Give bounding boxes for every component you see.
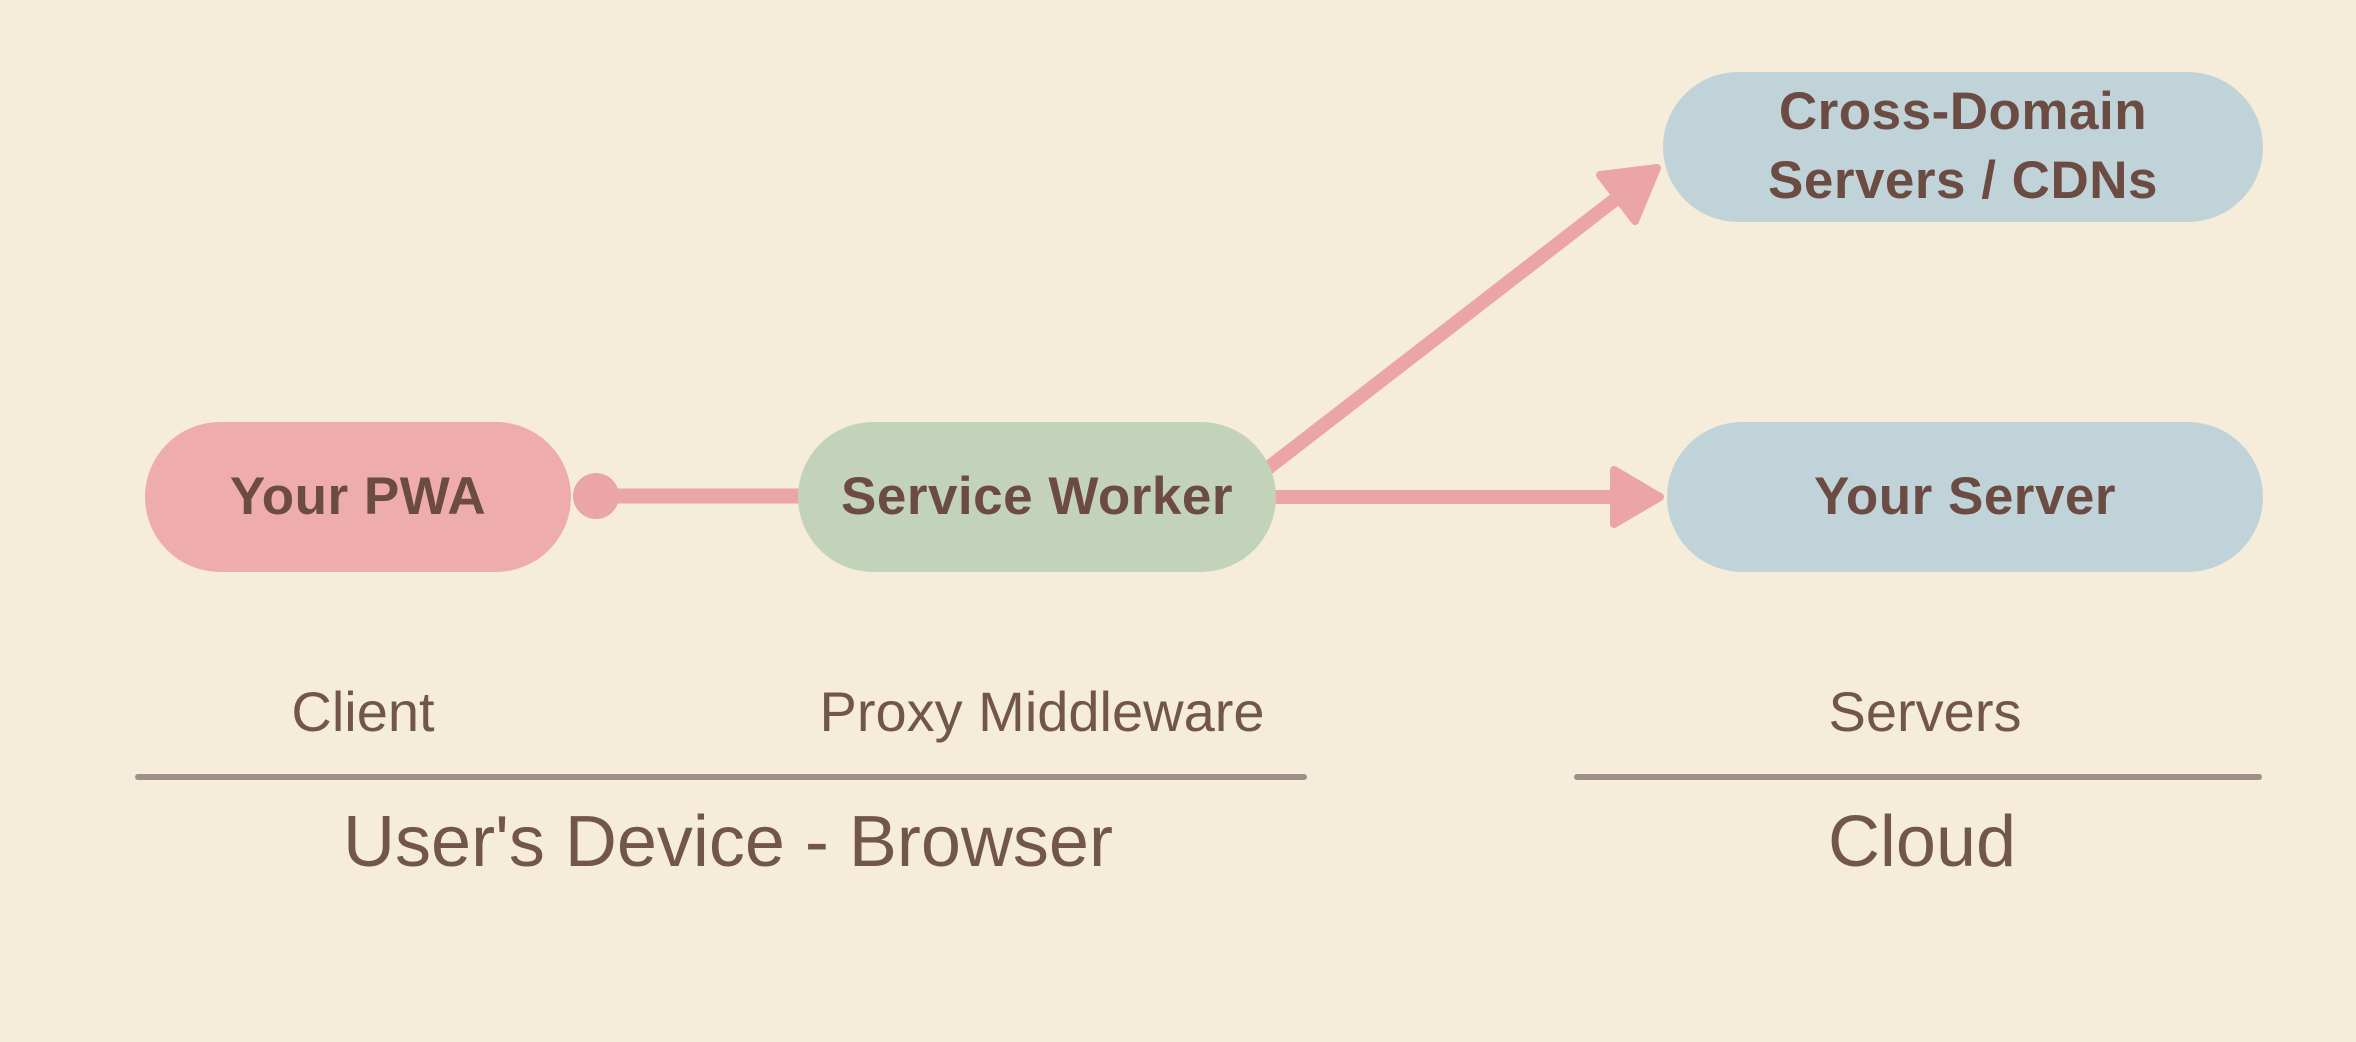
- device-zone-divider: [135, 774, 1307, 780]
- node-your-server-label: Your Server: [1813, 466, 2117, 526]
- cloud-zone-divider: [1574, 774, 2262, 780]
- node-cross-domain-servers: Cross-Domain Servers / CDNs: [1663, 72, 2263, 222]
- node-cross-domain-label-line-1: Cross-Domain: [1778, 82, 2148, 142]
- node-your-pwa-label: Your PWA: [229, 466, 487, 526]
- role-label-client: Client: [291, 680, 435, 743]
- node-service-worker: Service Worker: [798, 422, 1276, 572]
- service-worker-to-cdn-connector-line: [1245, 192, 1622, 488]
- zone-label-cloud: Cloud: [1827, 802, 2017, 882]
- zone-label-users-device-browser: User's Device - Browser: [343, 802, 1113, 882]
- connector-dot-icon: [573, 473, 619, 519]
- node-cross-domain-label-line-2: Servers / CDNs: [1768, 151, 2158, 210]
- role-label-servers: Servers: [1828, 680, 2022, 743]
- node-your-pwa: Your PWA: [145, 422, 571, 572]
- node-service-worker-label: Service Worker: [841, 466, 1233, 526]
- your-server-arrowhead-icon: [1610, 466, 1664, 528]
- cdn-arrowhead-icon: [1596, 164, 1661, 225]
- role-label-proxy-middleware: Proxy Middleware: [819, 680, 1265, 743]
- node-cross-domain-servers-label: Cross-Domain Servers / CDNs: [1768, 78, 2158, 216]
- node-your-server: Your Server: [1667, 422, 2263, 572]
